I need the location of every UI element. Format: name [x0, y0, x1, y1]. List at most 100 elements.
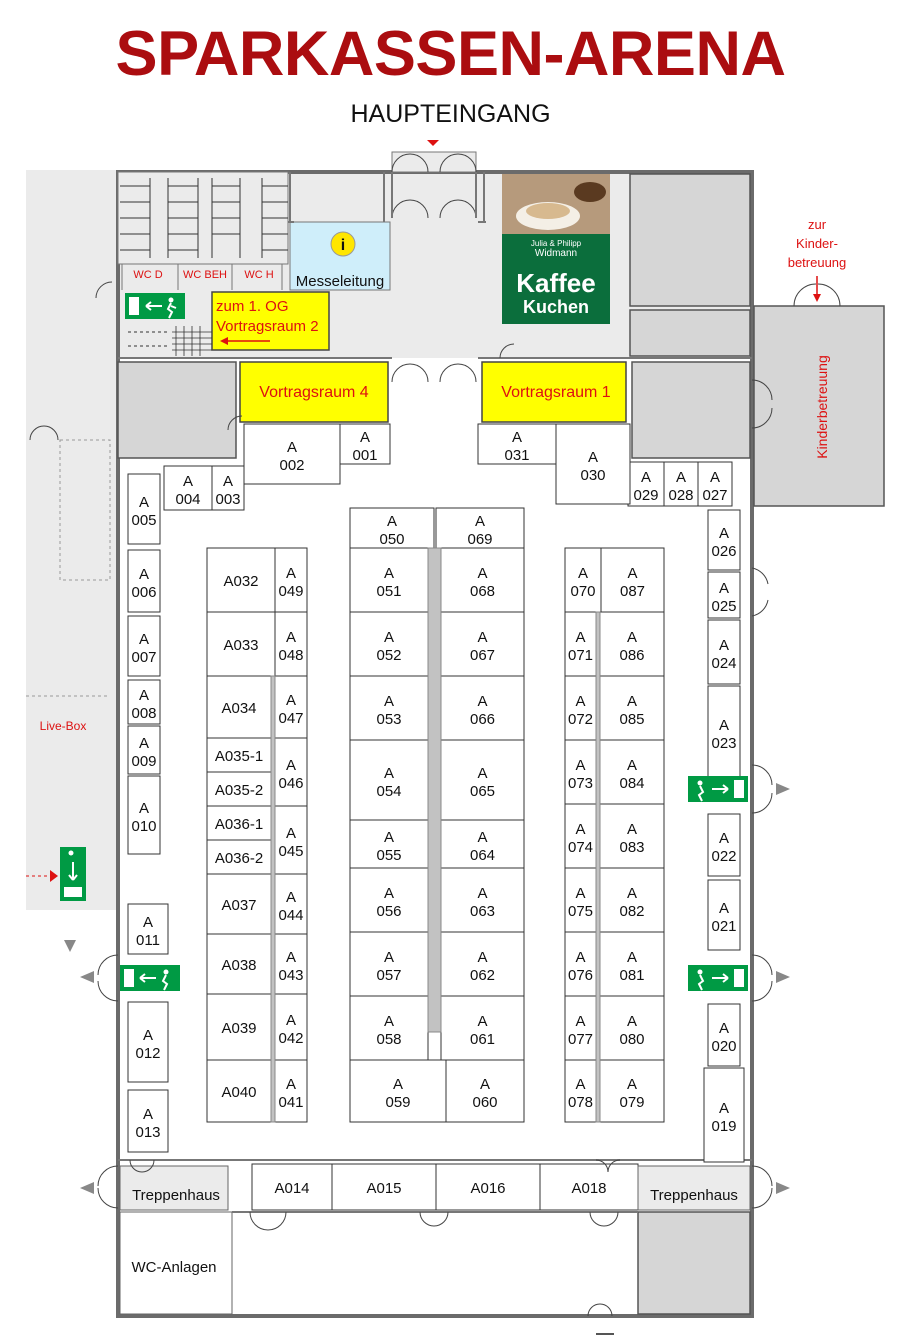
stand-label-001-line1: A [360, 429, 370, 446]
stand-label-021-line1: A [719, 900, 729, 917]
stand-box-042 [274, 993, 308, 1061]
stand-box-052 [349, 611, 429, 677]
stand-label-057-line2: 057 [376, 967, 401, 984]
info-symbol: i [341, 237, 345, 254]
vortragsraum-4-room [239, 361, 389, 423]
stand-box-049 [274, 547, 308, 613]
vortragsraum-1-label: Vortragsraum 1 [501, 384, 610, 401]
stand-label-028-line2: 028 [668, 487, 693, 504]
stand-label-064-line2: 064 [470, 847, 495, 864]
stand-036-2: A036-2 [206, 839, 272, 875]
stand-label-071-line2: 071 [568, 647, 593, 664]
stand-label-011-line1: A [143, 914, 153, 931]
entrance-doors [391, 153, 477, 383]
stand-box-012 [127, 1001, 169, 1083]
stand-label-045-line1: A [286, 825, 296, 842]
stand-label-070-line2: 070 [570, 583, 595, 600]
stand-label-065-line2: 065 [470, 783, 495, 800]
stairs-note-line1: zum 1. OG [216, 298, 289, 315]
stand-box-055 [349, 819, 429, 869]
stand-036-1: A036-1 [206, 805, 272, 841]
stand-box-033 [206, 611, 276, 677]
stand-034: A034 [206, 675, 272, 739]
live-box-area [26, 170, 118, 910]
stand-038: A038 [206, 933, 272, 995]
stand-box-023 [707, 685, 741, 779]
entrance-marker [427, 140, 439, 146]
stand-box-043 [274, 933, 308, 995]
stand-box-021 [707, 879, 741, 951]
kinder-door [793, 283, 841, 307]
stand-label-037: A037 [221, 897, 256, 914]
stand-label-039: A039 [221, 1020, 256, 1037]
stand-label-003-line2: 003 [215, 491, 240, 508]
stand-box-001 [339, 423, 391, 465]
stand-box-004 [163, 465, 213, 511]
stand-box-066 [440, 675, 525, 741]
stand-label-050-line2: 050 [379, 531, 404, 548]
stand-box-032 [206, 547, 276, 613]
stand-label-082-line1: A [627, 885, 637, 902]
stand-label-076-line2: 076 [568, 967, 593, 984]
stand-box-008 [127, 679, 161, 725]
kinder-note-line3: betreuung [788, 255, 847, 270]
live-box-label: Live-Box [40, 719, 87, 733]
vortragsraum-4-label: Vortragsraum 4 [259, 384, 368, 401]
stand-label-050-line1: A [387, 513, 397, 530]
stand-label-059-line1: A [393, 1076, 403, 1093]
main-entrance-label: HAUPTEINGANG [350, 100, 551, 128]
stand-label-041-line2: 041 [278, 1094, 303, 1111]
stand-label-056-line2: 056 [376, 903, 401, 920]
stand-label-081-line1: A [627, 949, 637, 966]
wc-ladies-label: WC D [133, 269, 162, 281]
stand-label-032: A032 [223, 573, 258, 590]
stand-label-004-line1: A [183, 473, 193, 490]
stand-box-036-1 [206, 805, 272, 841]
stand-label-068-line1: A [477, 565, 487, 582]
stand-box-057 [349, 931, 429, 997]
stand-label-041-line1: A [286, 1076, 296, 1093]
stand-label-087-line1: A [627, 565, 637, 582]
stand-label-086-line2: 086 [619, 647, 644, 664]
stand-box-050 [349, 507, 435, 549]
stand-label-020-line2: 020 [711, 1038, 736, 1055]
wc-doors-frame [121, 263, 283, 290]
vestibule-walls [391, 172, 477, 218]
stand-label-054-line1: A [384, 765, 394, 782]
stand-label-045-line2: 045 [278, 843, 303, 860]
stand-label-069-line1: A [475, 513, 485, 530]
service-room-upper-right [629, 173, 751, 307]
staircase-lines [172, 326, 212, 356]
stand-label-006-line1: A [139, 566, 149, 583]
stand-label-078-line2: 078 [568, 1094, 593, 1111]
emergency-exit-sign-top-left [125, 293, 185, 319]
stand-label-008-line2: 008 [131, 705, 156, 722]
treppenhaus-left-room [119, 1165, 229, 1211]
stand-label-042-line1: A [286, 1012, 296, 1029]
stand-label-031-line2: 031 [504, 447, 529, 464]
stand-label-025-line1: A [719, 580, 729, 597]
stand-box-006 [127, 549, 161, 613]
stand-box-048 [274, 611, 308, 677]
stand-box-056 [349, 867, 429, 933]
stand-label-002-line1: A [287, 439, 297, 456]
